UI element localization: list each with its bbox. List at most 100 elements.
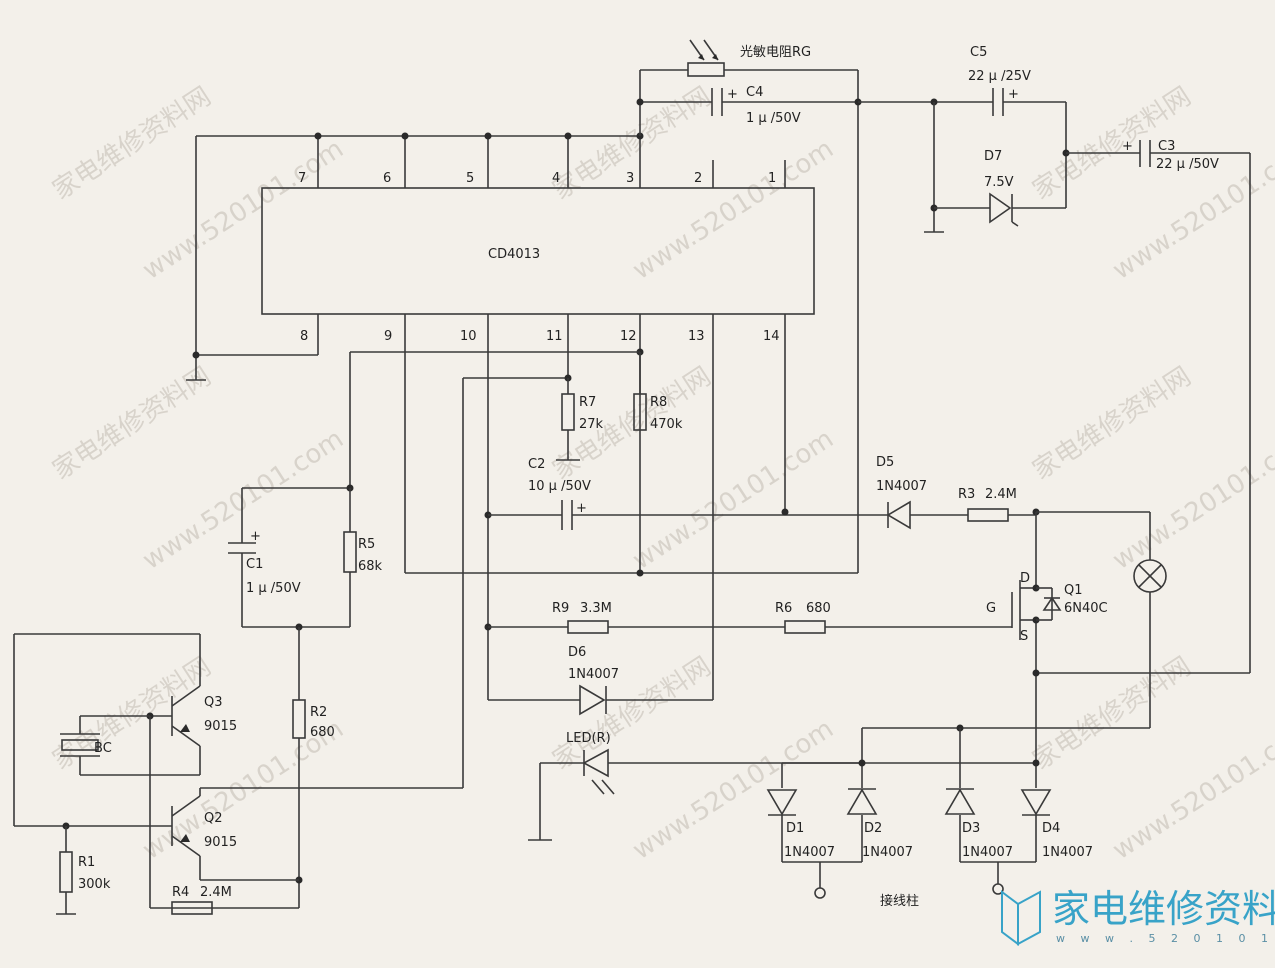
r4-ref: R4 xyxy=(172,885,189,900)
rg-label: 光敏电阻RG xyxy=(740,45,811,60)
pin-label: 12 xyxy=(620,329,637,344)
watermark-text: www.520101.com xyxy=(627,134,839,286)
resistor-r9 xyxy=(567,620,609,634)
r5-value: 68k xyxy=(358,559,383,574)
buzzer-bc xyxy=(61,739,99,751)
d7-ref: D7 xyxy=(984,149,1002,164)
svg-text:+: + xyxy=(1122,139,1133,154)
watermark-text: 家电维修资料网 xyxy=(547,362,716,486)
terminal-right xyxy=(992,883,1004,895)
pin-label: 3 xyxy=(626,171,634,186)
svg-text:+: + xyxy=(727,87,738,102)
q2-ref: Q2 xyxy=(204,811,223,826)
watermark-text: 家电维修资料网 xyxy=(1027,362,1196,486)
left-network: + C1 1 μ /50V R5 68k R2 680 xyxy=(200,378,464,908)
capacitor-c4: + C4 1 μ /50V xyxy=(711,85,801,126)
r2-value: 680 xyxy=(310,725,335,740)
load-section: D G S Q1 6N40C xyxy=(862,511,1167,740)
d2-value: 1N4007 xyxy=(862,845,913,860)
watermark-text: www.520101.com xyxy=(627,714,839,866)
d6-value: 1N4007 xyxy=(568,667,619,682)
diode-d6-group: D6 1N4007 xyxy=(488,645,713,716)
pin-label: 7 xyxy=(298,171,306,186)
diode-d3 xyxy=(944,788,976,815)
svg-text:+: + xyxy=(1008,87,1019,102)
resistor-r3 xyxy=(967,508,1009,522)
pin-label: 5 xyxy=(466,171,474,186)
pin-label: 1 xyxy=(768,171,776,186)
q1-gate: G xyxy=(986,601,996,616)
svg-text:+: + xyxy=(576,501,587,516)
bc-label: BC xyxy=(94,741,112,756)
ic-cd4013: CD4013 7 6 5 4 3 2 1 8 9 10 11 12 13 14 xyxy=(261,136,815,700)
r5-ref: R5 xyxy=(358,537,375,552)
pin-label: 2 xyxy=(694,171,702,186)
c3-ref: C3 xyxy=(1158,139,1175,154)
terminal-left xyxy=(814,887,826,899)
c2-value: 10 μ /50V xyxy=(528,479,591,494)
sensor-amp: Q3 9015 BC Q2 9015 R1 300k R4 2.4 xyxy=(13,633,299,915)
led-label: LED(R) xyxy=(566,731,611,746)
q3-ref: Q3 xyxy=(204,695,223,710)
watermark-text: www.520101.com xyxy=(1107,714,1275,866)
svg-text:+: + xyxy=(250,529,261,544)
resistor-r1 xyxy=(59,851,73,893)
body-diode-icon xyxy=(1042,596,1062,611)
pin-label: 14 xyxy=(763,329,780,344)
c4-value: 1 μ /50V xyxy=(746,111,801,126)
logo-text: 家电维修资料网 xyxy=(1052,887,1275,931)
c2-ref: C2 xyxy=(528,457,545,472)
d1-value: 1N4007 xyxy=(784,845,835,860)
r1-ref: R1 xyxy=(78,855,95,870)
pin-label: 11 xyxy=(546,329,563,344)
timing-network: R7 27k R8 470k + C2 10 μ /50V xyxy=(349,348,888,577)
d4-ref: D4 xyxy=(1042,821,1060,836)
d5-ref: D5 xyxy=(876,455,894,470)
pin-label: 13 xyxy=(688,329,705,344)
pin-label: 10 xyxy=(460,329,477,344)
q1-value: 6N40C xyxy=(1064,601,1108,616)
r1-value: 300k xyxy=(78,877,111,892)
c5-ref: C5 xyxy=(970,45,987,60)
diode-d2 xyxy=(846,788,878,815)
r8-value: 470k xyxy=(650,417,683,432)
d5-r3: D5 1N4007 R3 2.4M xyxy=(876,455,1040,530)
q3-value: 9015 xyxy=(204,719,237,734)
logo-url: w w w . 5 2 0 1 0 1 . c o m xyxy=(1056,932,1275,945)
pin-label: 9 xyxy=(384,329,392,344)
d4-value: 1N4007 xyxy=(1042,845,1093,860)
ic-body xyxy=(261,187,815,315)
q2-value: 9015 xyxy=(204,835,237,850)
d6-ref: D6 xyxy=(568,645,586,660)
top-bus xyxy=(186,69,862,573)
r8-ref: R8 xyxy=(650,395,667,410)
pin-label: 6 xyxy=(383,171,391,186)
q1-source: S xyxy=(1020,629,1028,644)
pin-label: 8 xyxy=(300,329,308,344)
c5-value: 22 μ /25V xyxy=(968,69,1031,84)
r3-value: 2.4M xyxy=(985,487,1017,502)
c4-ref: C4 xyxy=(746,85,763,100)
resistor-r4 xyxy=(171,901,213,915)
terminal-label: 接线柱 xyxy=(880,893,919,909)
watermark-text: 家电维修资料网 xyxy=(1027,652,1196,776)
d1-ref: D1 xyxy=(786,821,804,836)
pin-label: 4 xyxy=(552,171,560,186)
zener-d7 xyxy=(989,192,1012,224)
d2-ref: D2 xyxy=(864,821,882,836)
resistor-r8 xyxy=(633,393,647,431)
bridge-rectifier: D1 1N4007 D2 1N4007 D3 1N4007 D4 1N4007 … xyxy=(766,728,1093,909)
resistor-r5 xyxy=(343,531,357,573)
gate-drive: R9 3.3M R6 680 xyxy=(484,601,1012,634)
r9-ref: R9 xyxy=(552,601,569,616)
resistor-r7 xyxy=(561,393,575,431)
q1-drain: D xyxy=(1020,571,1030,586)
book-icon xyxy=(1001,890,1019,946)
d5-value: 1N4007 xyxy=(876,479,927,494)
r7-ref: R7 xyxy=(579,395,596,410)
watermark-text: 家电维修资料网 xyxy=(47,652,216,776)
watermark-text: www.520101.com xyxy=(627,424,839,576)
r3-ref: R3 xyxy=(958,487,975,502)
